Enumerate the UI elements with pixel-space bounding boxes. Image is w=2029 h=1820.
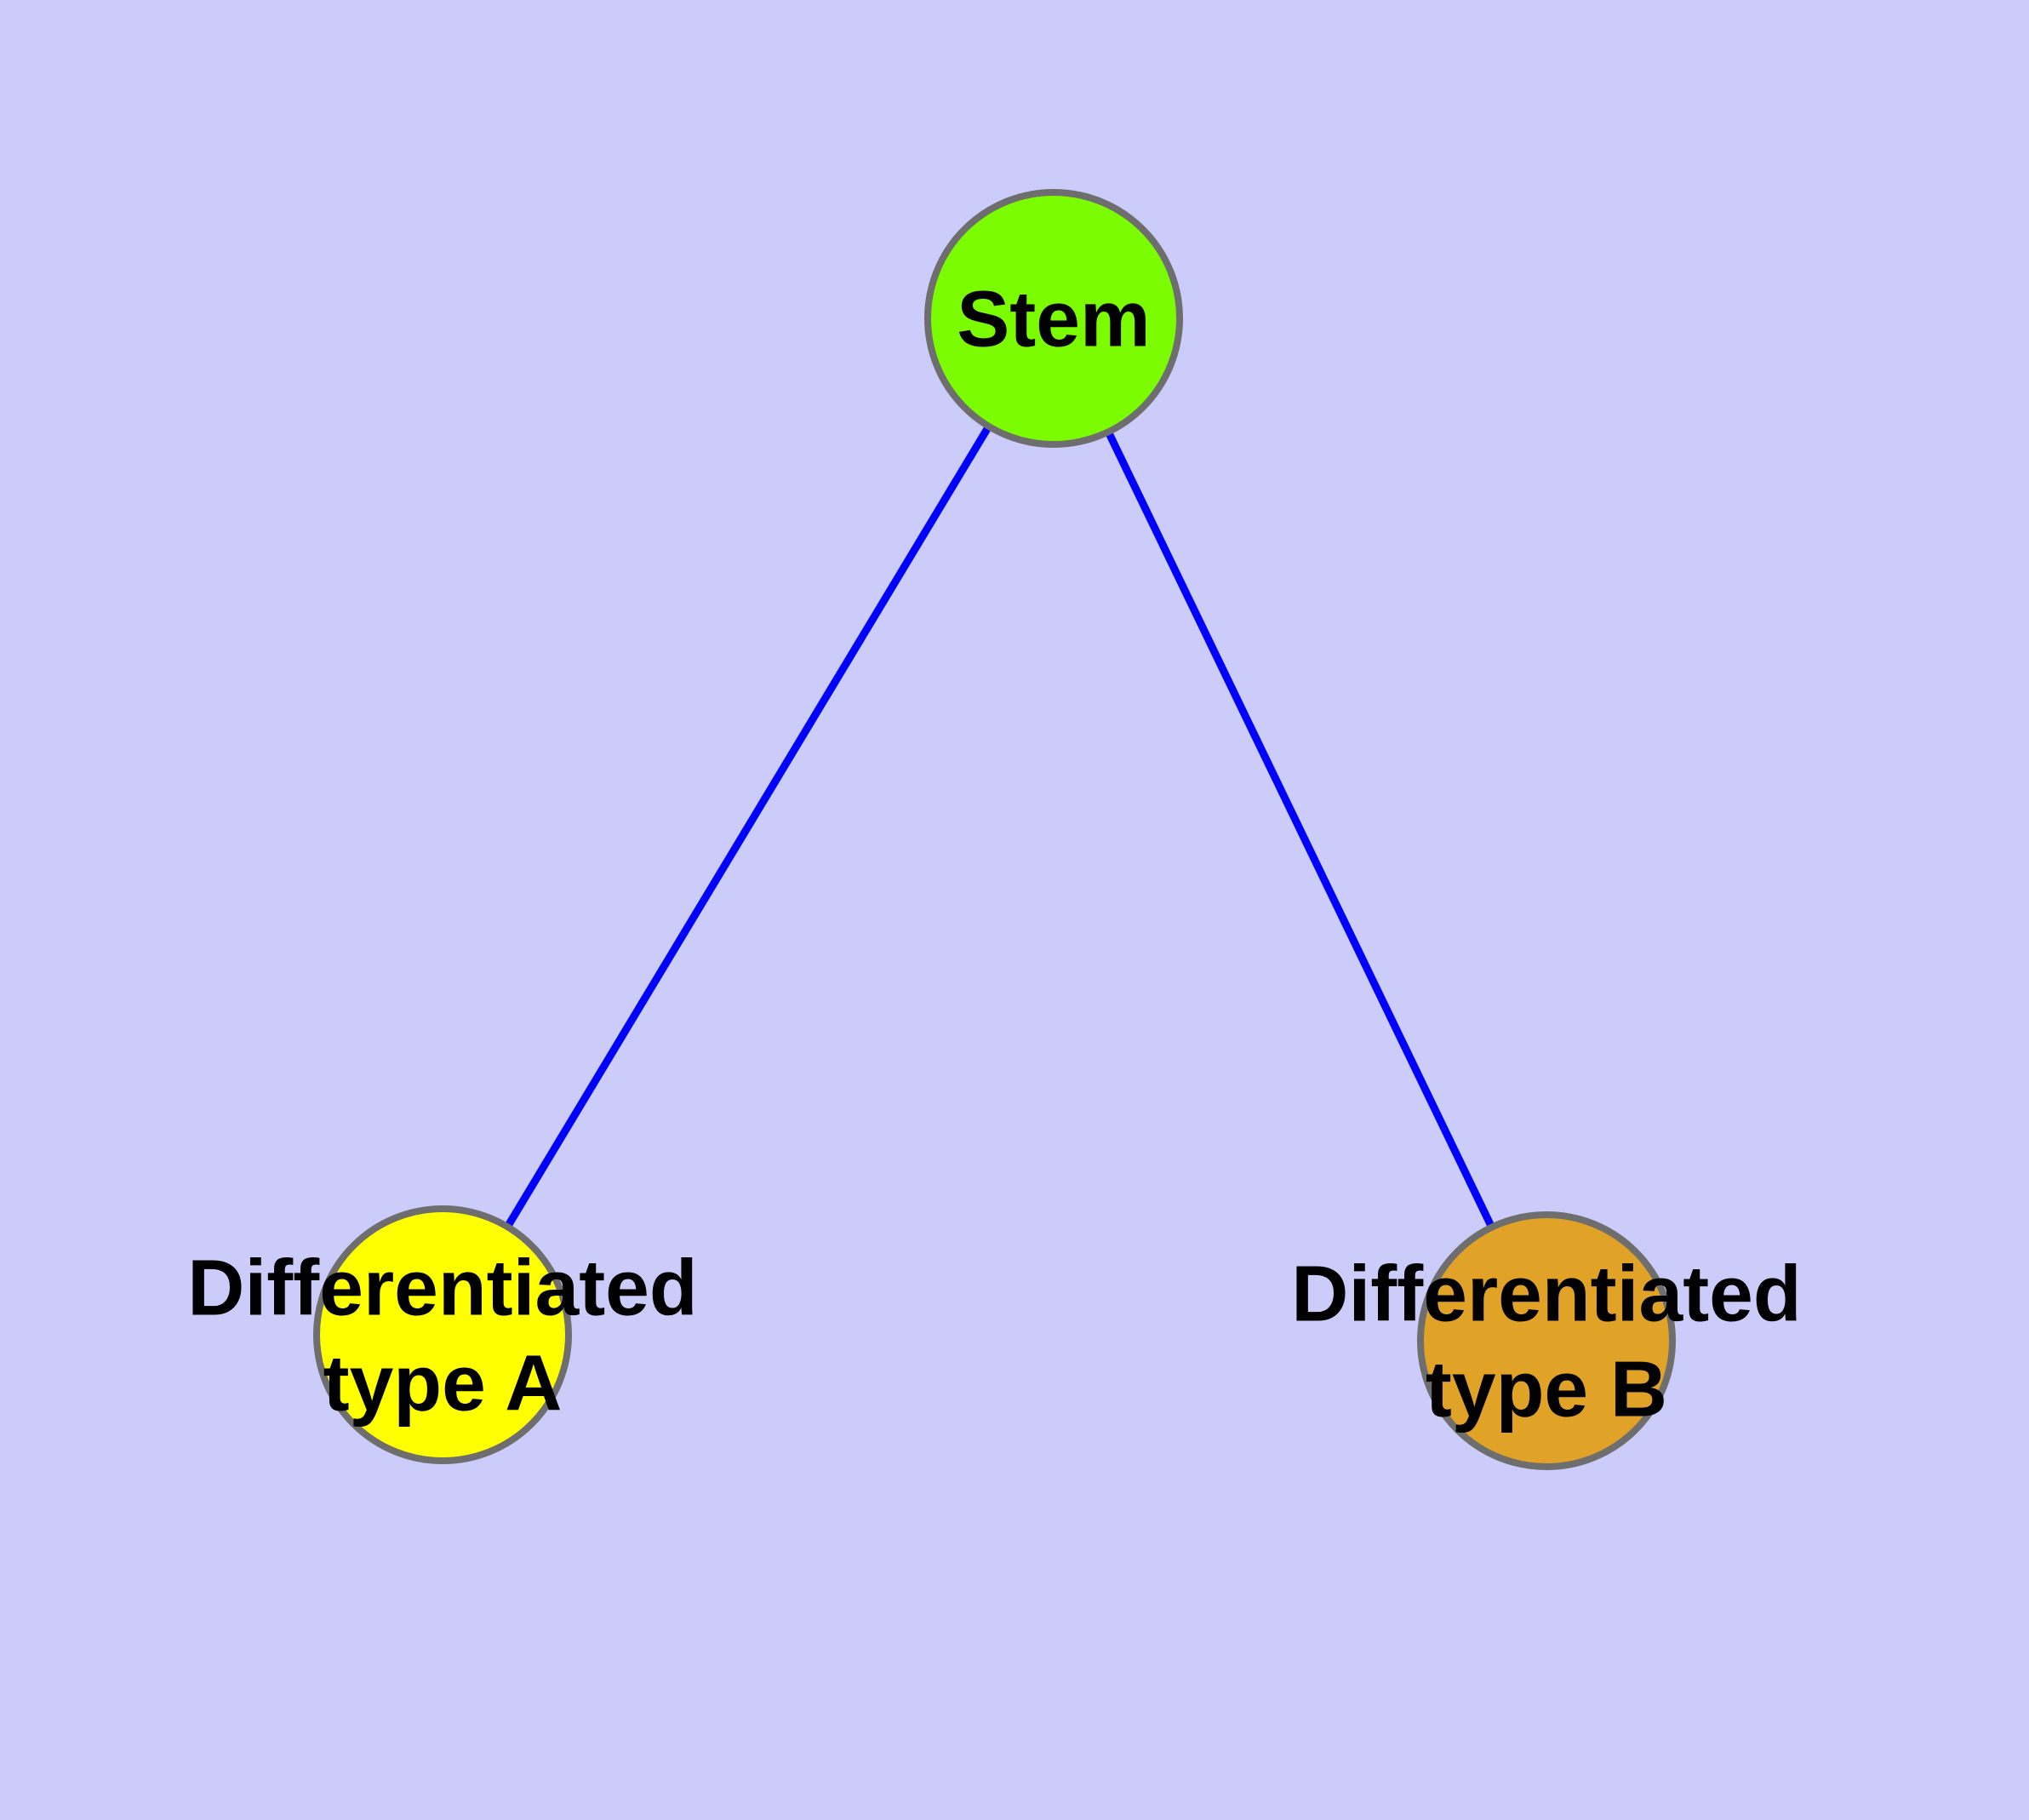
- node-label-line: Differentiated: [187, 1244, 697, 1332]
- node-label-line: type B: [1426, 1345, 1667, 1434]
- node-label-line: Stem: [957, 275, 1150, 363]
- graph-edge[interactable]: [1049, 317, 1551, 1342]
- node-label-line: type A: [323, 1339, 563, 1428]
- graph-node-diff_a[interactable]: [313, 1205, 572, 1464]
- graph-node-label-stem: Stem: [957, 275, 1150, 363]
- graph-node-stem[interactable]: [924, 189, 1183, 448]
- graph-edge[interactable]: [439, 316, 1057, 1337]
- node-label-line: Differentiated: [1291, 1250, 1801, 1338]
- graph-node-diff_b[interactable]: [1417, 1211, 1676, 1470]
- edge-layer: [439, 316, 1551, 1342]
- node-layer: [313, 189, 1676, 1470]
